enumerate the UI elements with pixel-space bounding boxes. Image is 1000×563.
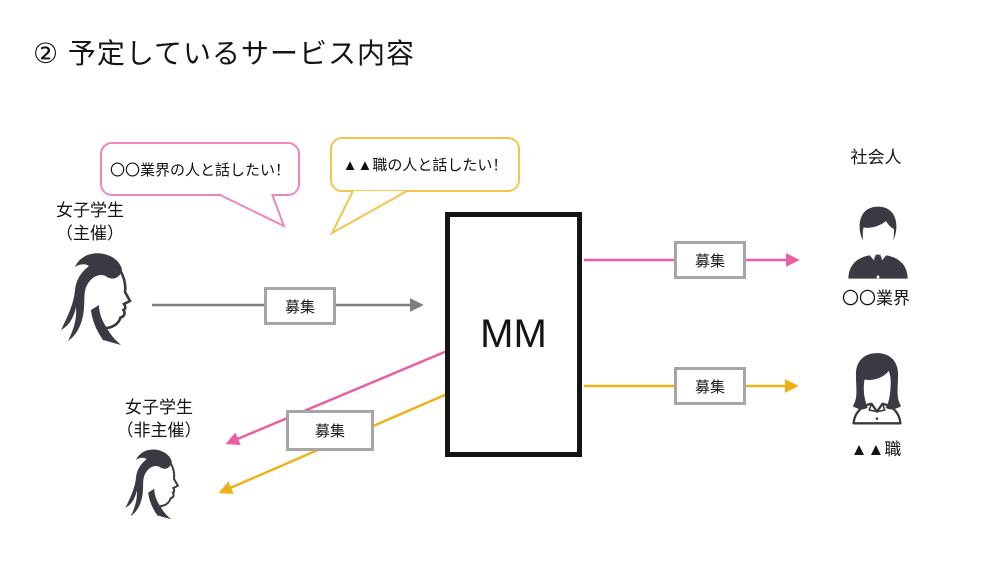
- non-organizer-name: 女子学生: [125, 398, 193, 417]
- businesswoman-icon: [838, 346, 916, 432]
- speech-bubble-job: ▲▲職の人と話したい！: [330, 137, 520, 192]
- recruit-box-job: 募集: [674, 367, 746, 405]
- recruit-box-job-label: 募集: [694, 378, 725, 396]
- professionals-heading: 社会人: [850, 148, 902, 167]
- speech-bubble-job-tail: [329, 190, 408, 236]
- recruit-box-industry: 募集: [674, 241, 746, 279]
- mm-service-box: MM: [445, 212, 582, 457]
- organizer-role: （主催）: [56, 224, 124, 243]
- organizer-label: 女子学生 （主催）: [30, 199, 150, 245]
- recruit-box-organizer: 募集: [264, 287, 336, 325]
- industry-person-label: 〇〇業界: [842, 289, 910, 308]
- slide-title: ② 予定しているサービス内容: [33, 38, 416, 69]
- speech-bubble-industry-text: 〇〇業界の人と話したい！: [109, 161, 290, 179]
- recruit-box-organizer-label: 募集: [284, 298, 315, 316]
- non-organizer-girl-icon: [114, 447, 190, 523]
- non-organizer-role: （非主催）: [116, 421, 202, 440]
- recruit-box-non-organizer: 募集: [286, 410, 374, 451]
- organizer-girl-icon: [46, 250, 146, 350]
- recruit-box-industry-label: 募集: [694, 252, 725, 270]
- mm-service-label: MM: [480, 312, 547, 356]
- speech-bubble-industry-tail: [217, 193, 286, 228]
- job-person-label: ▲▲職: [850, 440, 902, 459]
- organizer-name: 女子学生: [56, 201, 124, 220]
- non-organizer-label: 女子学生 （非主催）: [98, 396, 220, 442]
- speech-bubble-industry: 〇〇業界の人と話したい！: [100, 142, 300, 196]
- speech-bubble-job-text: ▲▲職の人と話したい！: [342, 157, 508, 174]
- businessman-icon: [838, 198, 918, 284]
- recruit-box-non-organizer-label: 募集: [314, 423, 345, 440]
